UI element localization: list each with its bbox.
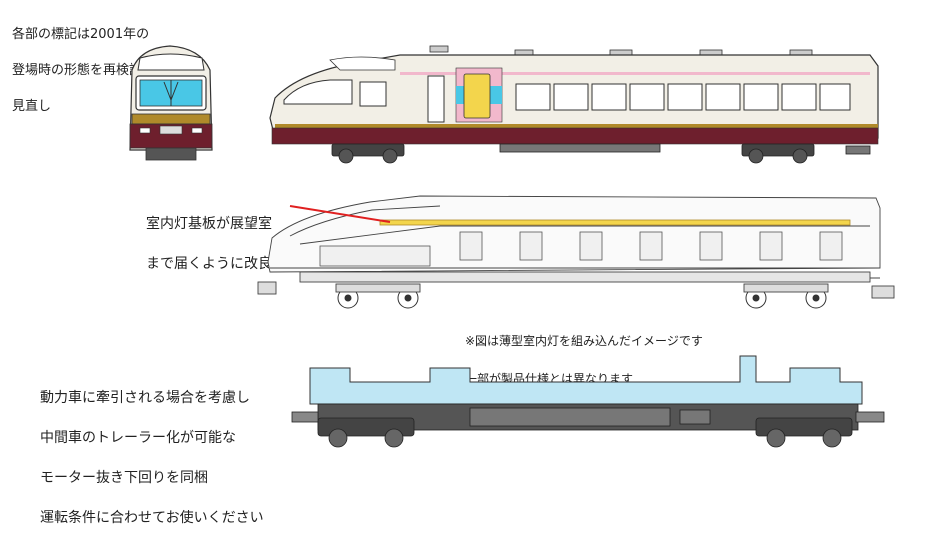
side-view [269, 45, 879, 164]
side-windows [515, 83, 851, 111]
front-view [129, 45, 213, 161]
bottom-left-line-4: 運転条件に合わせてお使いください [40, 510, 264, 526]
side-view-bogies [331, 143, 871, 164]
bottom-left-line-2: 中間車のトレーラー化が可能な [40, 430, 236, 446]
interior-light-line-2: まで届くように改良 [146, 256, 272, 272]
bottom-left-line-1: 動力車に牽引される場合を考慮し [40, 390, 250, 406]
train-drawings [129, 45, 895, 448]
image-note-line-1: ※図は薄型室内灯を組み込んだイメージです [465, 334, 703, 348]
cutaway-view [257, 195, 895, 309]
underframe-bogies [291, 411, 885, 448]
top-left-note: 各部の標記は2001年の 登場時の形態を再検証し 見直し [12, 8, 155, 134]
cutaway-wheels [337, 287, 827, 309]
top-left-line-1: 各部の標記は2001年の [12, 27, 150, 42]
interior-light-line-1: 室内灯基板が展望室 [146, 216, 272, 232]
interior-light-note: 室内灯基板が展望室 まで届くように改良 [146, 194, 272, 294]
bottom-left-line-3: モーター抜き下回りを同梱 [40, 470, 208, 486]
underframe-view [291, 355, 885, 448]
top-left-line-3: 見直し [12, 99, 52, 114]
leader-line [289, 205, 391, 223]
top-left-line-2: 登場時の形態を再検証し [12, 63, 156, 78]
